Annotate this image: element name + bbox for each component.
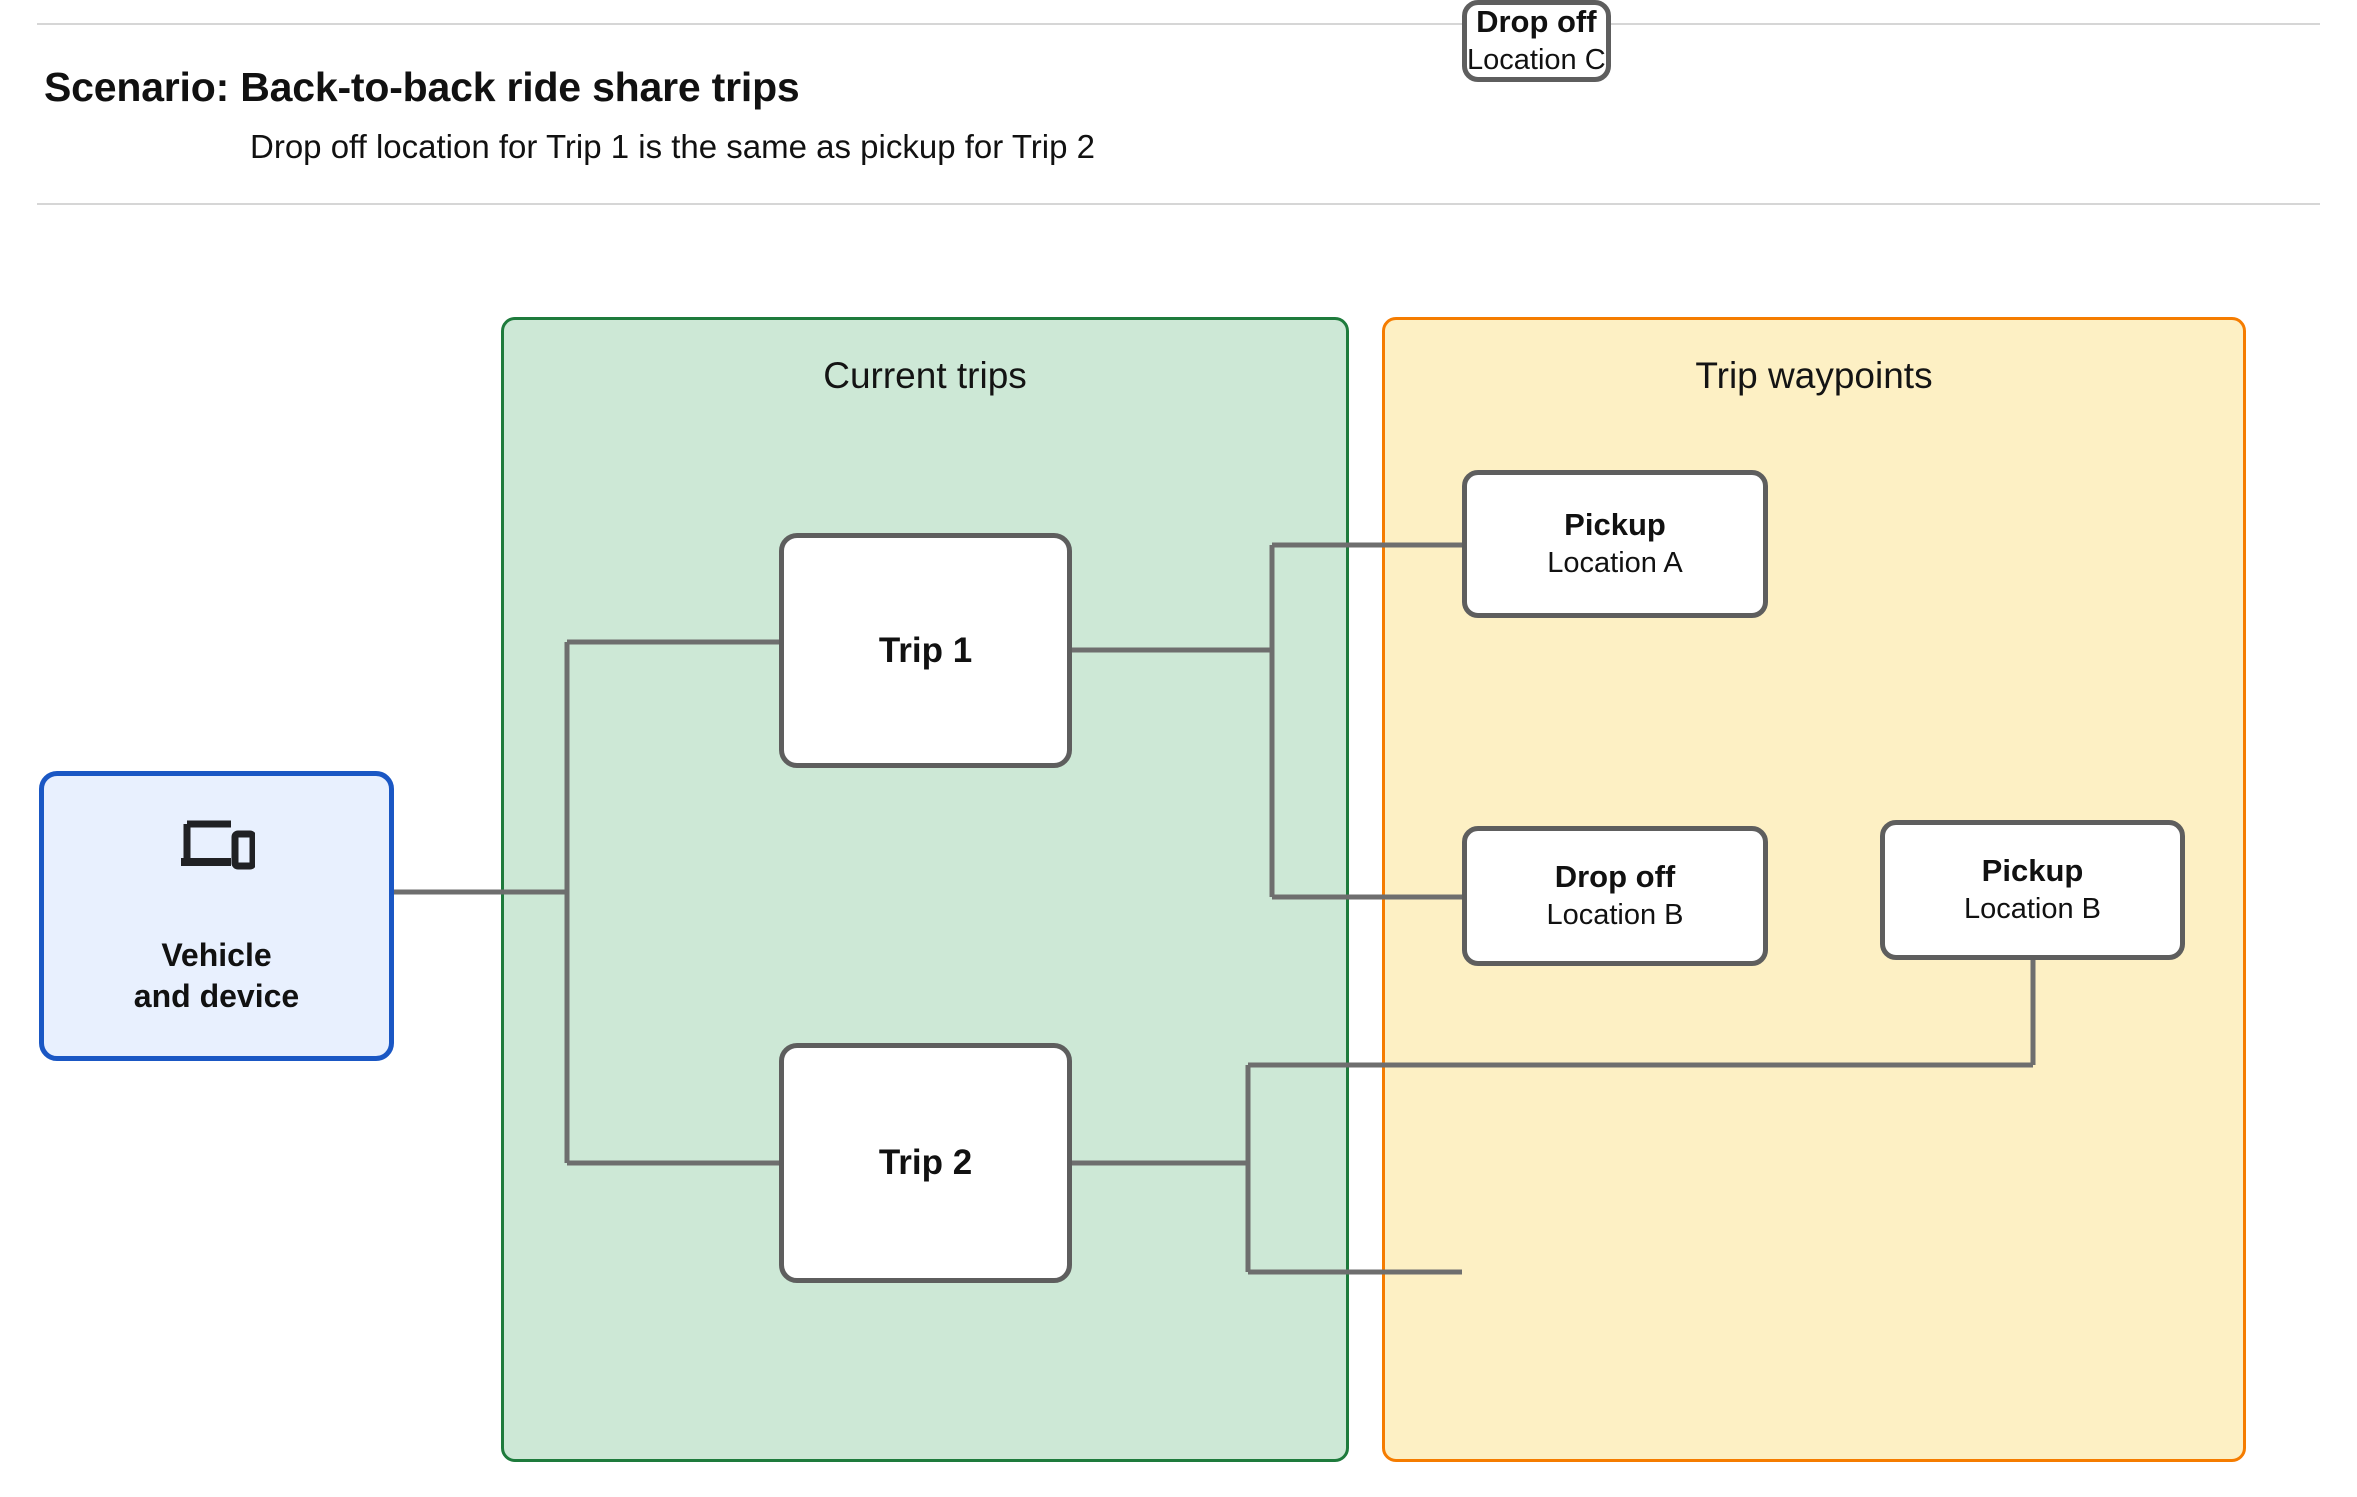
node-dropoff-c-location: Location C xyxy=(1467,44,1606,77)
group-trip-waypoints-title: Trip waypoints xyxy=(1695,355,1933,396)
node-pickup-a-title: Pickup xyxy=(1564,507,1666,542)
node-dropoff-b-location: Location B xyxy=(1546,899,1684,932)
node-trip-2[interactable]: Trip 2 xyxy=(779,1043,1072,1283)
header-divider-bottom xyxy=(37,203,2320,205)
node-trip-2-label: Trip 2 xyxy=(878,1143,973,1182)
group-current-trips: Current trips xyxy=(501,317,1349,1462)
header-divider-top xyxy=(37,23,2320,25)
node-vehicle-label: Vehicle and device xyxy=(133,937,300,1014)
node-pickup-location-b[interactable]: Pickup Location B xyxy=(1880,820,2185,960)
node-dropoff-location-b[interactable]: Drop off Location B xyxy=(1462,826,1768,966)
page-subtitle: Drop off location for Trip 1 is the same… xyxy=(250,128,1095,165)
node-trip-1-label: Trip 1 xyxy=(878,630,973,670)
node-dropoff-location-c[interactable]: Drop off Location C xyxy=(1462,0,1611,82)
node-vehicle-and-device[interactable]: Vehicle and device xyxy=(39,771,394,1061)
group-current-trips-title: Current trips xyxy=(823,355,1027,396)
page-title: Scenario: Back-to-back ride share trips xyxy=(44,64,800,110)
node-pickup-b-location: Location B xyxy=(1963,893,2102,926)
node-dropoff-c-title: Drop off xyxy=(1476,4,1597,39)
devices-icon xyxy=(179,818,256,879)
node-pickup-a-location: Location A xyxy=(1547,547,1683,580)
node-pickup-b-title: Pickup xyxy=(1981,853,2084,888)
node-dropoff-b-title: Drop off xyxy=(1554,859,1676,894)
node-pickup-location-a[interactable]: Pickup Location A xyxy=(1462,470,1768,618)
node-trip-1[interactable]: Trip 1 xyxy=(779,533,1072,768)
